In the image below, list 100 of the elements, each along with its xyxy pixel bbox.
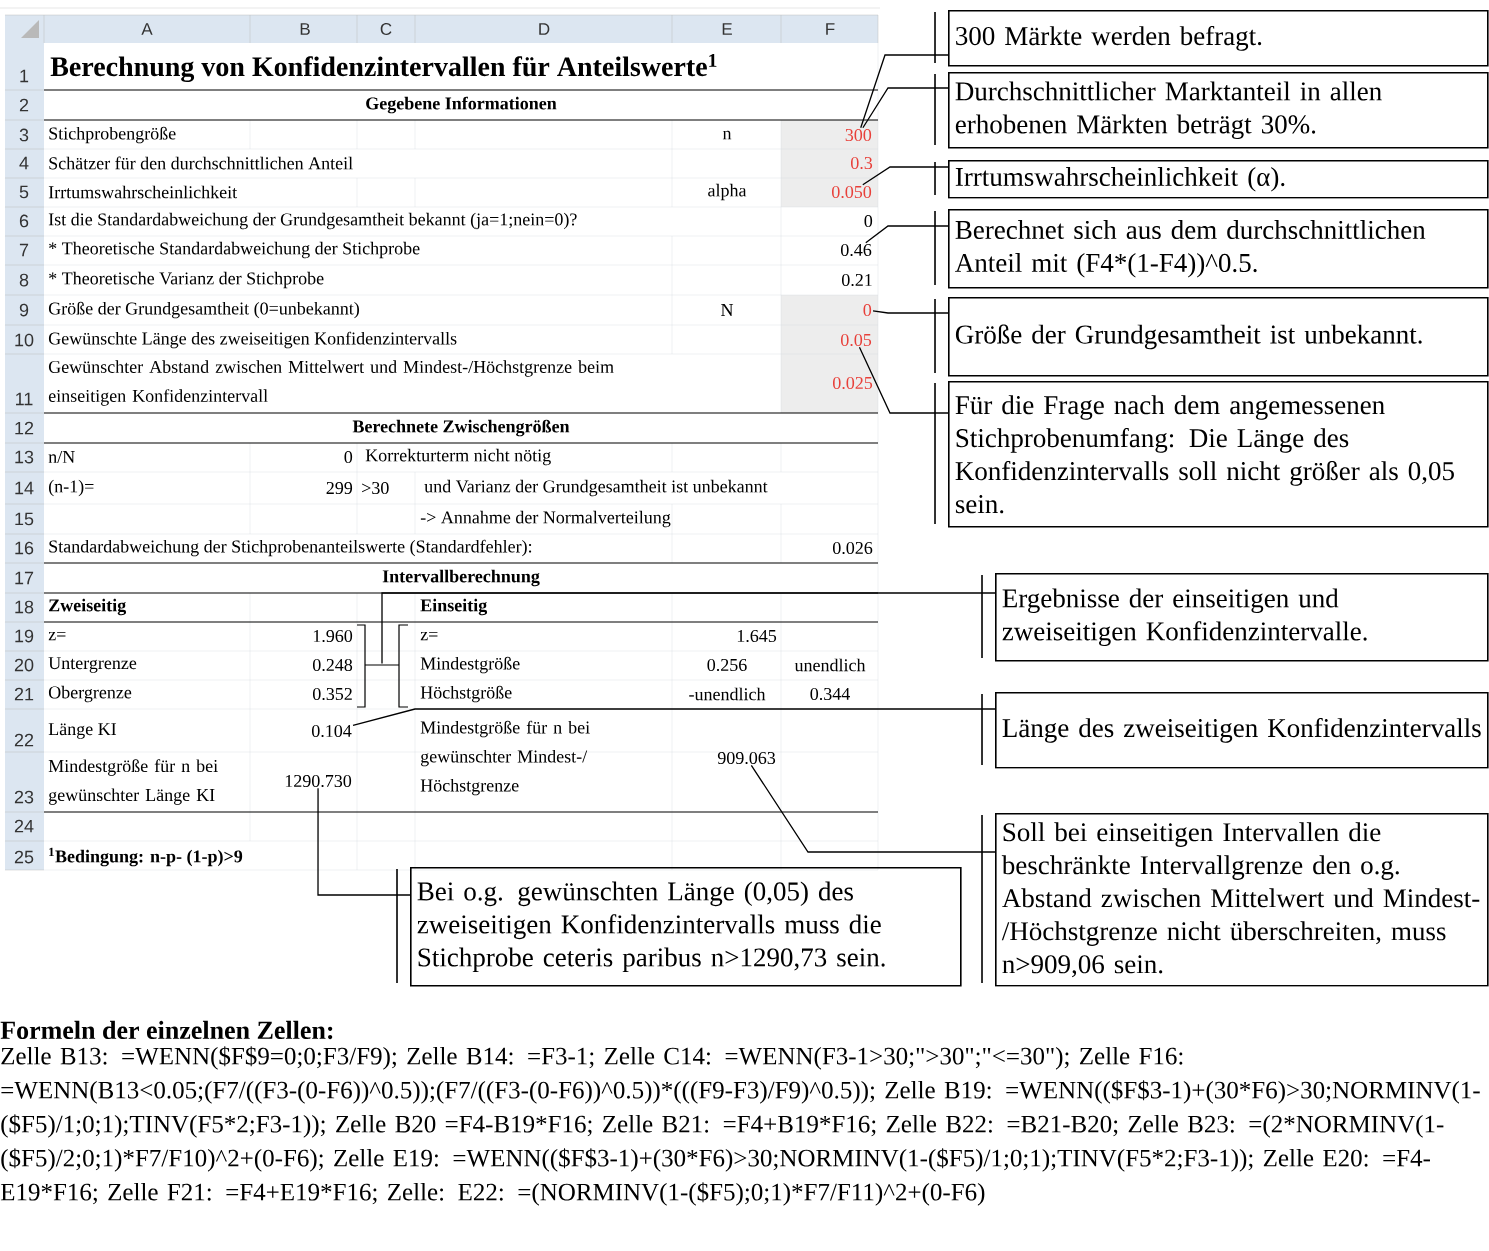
- row-number: 12: [15, 421, 34, 435]
- row-number: 18: [15, 600, 34, 614]
- section-heading: Berechnete Zwischengrößen: [352, 419, 570, 437]
- cell-value: 0: [344, 450, 353, 464]
- cell-text: Höchstgröße: [420, 685, 512, 703]
- cell-text: alpha: [708, 183, 747, 201]
- leader-line: [860, 54, 949, 129]
- cell-text: Gewünschter Abstand zwischen Mittelwert und Mindest-/Höchstgrenze beim einseitigen Konfidenzintervall: [48, 360, 614, 406]
- leader-line: [872, 310, 949, 314]
- leader-line: [317, 787, 411, 896]
- cell-value: 299: [326, 481, 353, 495]
- cell-text: und Varianz der Grundgesamtheit ist unbekannt: [424, 479, 768, 497]
- cell-text: Untergrenze: [48, 657, 137, 673]
- column-letter: A: [141, 23, 153, 35]
- cell-text: * Theoretische Varianz der Stichprobe: [49, 271, 324, 289]
- column-letter: B: [300, 23, 310, 35]
- column-letter: C: [380, 23, 392, 36]
- cell-text: z=: [48, 631, 66, 641]
- row-number: 19: [15, 629, 34, 643]
- cell-value: 0.05: [841, 333, 872, 347]
- callout-box: Länge des zweiseitigen Konfidenzintervalls: [995, 692, 1489, 769]
- cell-value: 0.026: [833, 541, 873, 555]
- column-letter: E: [722, 23, 732, 35]
- cell-value: 1290.730: [285, 774, 352, 788]
- footnote: $^{1}$Bedingung: n-p- (1-p)>9: [49, 847, 243, 867]
- section-heading: Einseitig: [420, 598, 488, 616]
- row-number: 24: [14, 819, 34, 833]
- row-number: 6: [19, 214, 29, 228]
- row-number: 16: [15, 541, 34, 555]
- row-number: 3: [19, 128, 29, 142]
- leader-line: [865, 225, 949, 244]
- leader-line: [862, 87, 949, 129]
- row-number: 22: [14, 733, 34, 747]
- row-number: 15: [15, 512, 34, 526]
- cell-value: 0.104: [312, 724, 352, 738]
- column-letter: D: [539, 23, 550, 35]
- cell-value: 0.256: [707, 658, 747, 672]
- cell-text: Standardabweichung der Stichprobenanteilswerte (Standardfehler):: [49, 539, 532, 557]
- callout-box: Ergebnisse der einseitigen und zweiseitigen Konfidenzintervalle.: [995, 573, 1489, 662]
- cell-value: 0.025: [833, 376, 873, 390]
- column-letter: F: [826, 23, 835, 35]
- cell-value: 0.3: [851, 156, 873, 170]
- cell-value: 0.344: [810, 687, 850, 701]
- cell-value: 0.21: [842, 273, 872, 287]
- cell-text: Stichprobengröße: [49, 126, 176, 144]
- row-number: 8: [19, 273, 29, 287]
- row-number: 5: [19, 185, 29, 199]
- row-number: 21: [14, 687, 34, 701]
- cell-text: unendlich: [794, 658, 866, 672]
- cell-value: 0: [863, 303, 872, 317]
- callout-box: Berechnet sich aus dem durchschnittlichen Anteil mit (F4*(1-F4))^0.5.: [948, 209, 1489, 289]
- callout-box: Soll bei einseitigen Intervallen die beschränkte Intervallgrenze den o.g. Abstand zwischen Mittelwert und Mindest-/Höchstgrenze nicht überschreiten, muss n>909,06 sein.: [995, 813, 1489, 987]
- heading: Formeln der einzelnen Zellen:: [0, 1020, 333, 1040]
- row-number: 9: [19, 303, 29, 317]
- row-number: 2: [19, 98, 29, 112]
- row-number: 13: [15, 450, 34, 464]
- row-number: 14: [15, 481, 34, 495]
- leader-line: [750, 764, 996, 853]
- row-number: 4: [19, 156, 29, 170]
- cell-value: 1.645: [737, 629, 777, 643]
- row-number: 20: [14, 658, 34, 672]
- cell-text: Korrekturterm nicht nötig: [365, 448, 551, 466]
- callout-box: 300 Märkte werden befragt.: [948, 10, 1489, 67]
- leader-line: [352, 708, 996, 726]
- row-number: 25: [14, 850, 34, 864]
- leader-line: [862, 166, 949, 186]
- cell-text: Mindestgröße für n bei gewünschter Mindest-/ Höchstgrenze: [420, 720, 590, 796]
- cell-value: 300: [845, 128, 872, 142]
- cell-text: N: [721, 304, 734, 316]
- row-number: 11: [16, 392, 33, 406]
- callout-box: Durchschnittlicher Marktanteil in allen erhobenen Märkten beträgt 30%.: [948, 72, 1489, 149]
- cell-value: 0.050: [832, 185, 872, 199]
- cell-text: >30: [362, 481, 389, 495]
- callout-box: Bei o.g. gewünschten Länge (0,05) des zweiseitigen Konfidenzintervalls muss die Stichprobe ceteris paribus n>1290,73 sein.: [410, 867, 962, 987]
- cell-text: Größe der Grundgesamtheit (0=unbekannt): [48, 301, 359, 319]
- callout-box: Irrtumswahrscheinlichkeit (α).: [948, 160, 1489, 199]
- leader-line: [381, 592, 996, 665]
- cell-text: -unendlich: [689, 687, 766, 701]
- section-heading: Gegebene Informationen: [366, 96, 557, 114]
- row-number: 10: [15, 333, 34, 347]
- cell-value: 909.063: [717, 751, 776, 765]
- cell-text: Irrtumswahrscheinlichkeit: [48, 185, 238, 199]
- cell-text: Gewünschte Länge des zweiseitigen Konfidenzintervalls: [48, 331, 457, 349]
- bracket-drawing: [356, 624, 409, 708]
- cell-text: Mindestgröße für n bei gewünschter Länge KI: [48, 759, 218, 805]
- cell-text: (n-1)=: [49, 479, 94, 497]
- section-heading: Intervallberechnung: [382, 569, 540, 587]
- formula-text: Zelle B13: =WENN($F$9=0;0;F3/F9); Zelle B14: =F3-1; Zelle C14: =WENN(F3-1>30;">30";"<=30"); Zelle F16: =WENN(B13<0.05;(F7/((F3-(0-F6))^0.5));(F7/((F3-(0-F6))^0.5))*(((F9-F3)/F9)^0.5)); Zelle B19: =WENN(($F$3-1)+(30*F6)>30;NORMINV(1-($F5)/1;0;1);TINV(F5*2;F3-1)); Zelle B20 =F4-B19*F16; Zelle B21: =F4+B19*F16; Zelle B22: =B21-B20; Zelle B23: =(2*NORMINV(1-($F5)/2;0;1)*F7/F10)^2+(0-F6); Zelle E19: =WENN(($F$3-1)+(30*F6)>30;NORMINV(1-($F5)/1;0;1);TINV(F5*2;F3-1)); Zelle E20: =F4-E19*F16; Zelle F21: =F4+E19*F16; Zelle: E22: =(NORMINV(1-($F5);0;1)*F7/F11)^2+(0-F6): [0, 1046, 1480, 1206]
- cell-value: 0: [864, 214, 873, 228]
- row-number: 7: [19, 243, 29, 257]
- leader-line: [858, 346, 949, 414]
- cell-value: 0.46: [841, 243, 872, 257]
- cell-text: Schätzer für den durchschnittlichen Anteil: [49, 156, 353, 170]
- row-number: 17: [15, 571, 34, 585]
- section-heading: Zweiseitig: [49, 598, 127, 616]
- cell-text: -> Annahme der Normalverteilung: [420, 510, 671, 528]
- cell-text: Ist die Standardabweichung der Grundgesamtheit bekannt (ja=1;nein=0)?: [48, 212, 577, 230]
- cell-text: Länge KI: [48, 723, 117, 739]
- cell-text: Obergrenze: [48, 685, 132, 703]
- row-number: 23: [14, 790, 34, 804]
